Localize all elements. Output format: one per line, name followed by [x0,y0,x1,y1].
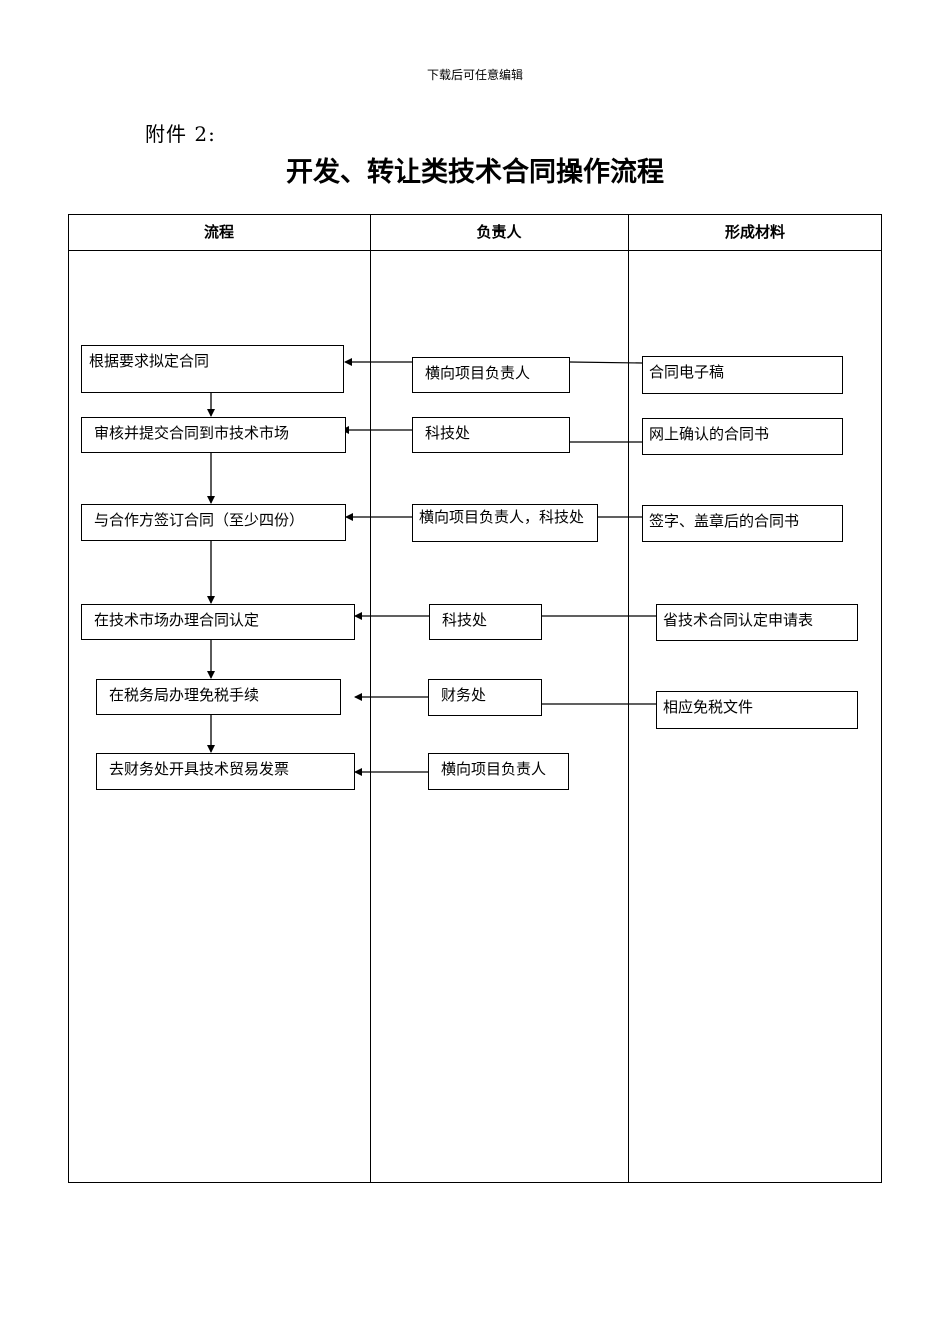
link-mat1 [569,361,643,364]
process-step-3: 与合作方签订合同（至少四份） [81,504,346,541]
process-step-2: 审核并提交合同到市技术市场 [81,417,346,453]
column-header-responsible: 负责人 [476,223,522,241]
responsible-1: 横向项目负责人 [412,357,570,393]
process-step-5: 在税务局办理免税手续 [96,679,341,715]
material-connectors [542,361,656,705]
column-header-materials: 形成材料 [724,223,785,241]
material-2: 网上确认的合同书 [642,418,843,455]
header-note: 下载后可任意编辑 [426,68,523,82]
responsible-6: 横向项目负责人 [428,753,569,790]
responsible-5: 财务处 [428,679,542,716]
responsible-3: 横向项目负责人，科技处 [412,504,598,542]
process-step-6: 去财务处开具技术贸易发票 [96,753,355,790]
table-frame [68,214,882,1183]
responsible-4: 科技处 [429,604,542,640]
material-4: 省技术合同认定申请表 [656,604,858,641]
responsible-2: 科技处 [412,417,570,453]
material-3: 签字、盖章后的合同书 [642,505,843,542]
column-header-process: 流程 [203,223,234,241]
process-step-4: 在技术市场办理合同认定 [81,604,355,640]
process-step-1: 根据要求拟定合同 [81,345,344,393]
material-5: 相应免税文件 [656,691,858,729]
responsible-arrows [341,358,429,776]
attachment-label: 附件 2: [145,122,216,146]
material-1: 合同电子稿 [642,356,843,394]
document-title: 开发、转让类技术合同操作流程 [286,157,664,188]
